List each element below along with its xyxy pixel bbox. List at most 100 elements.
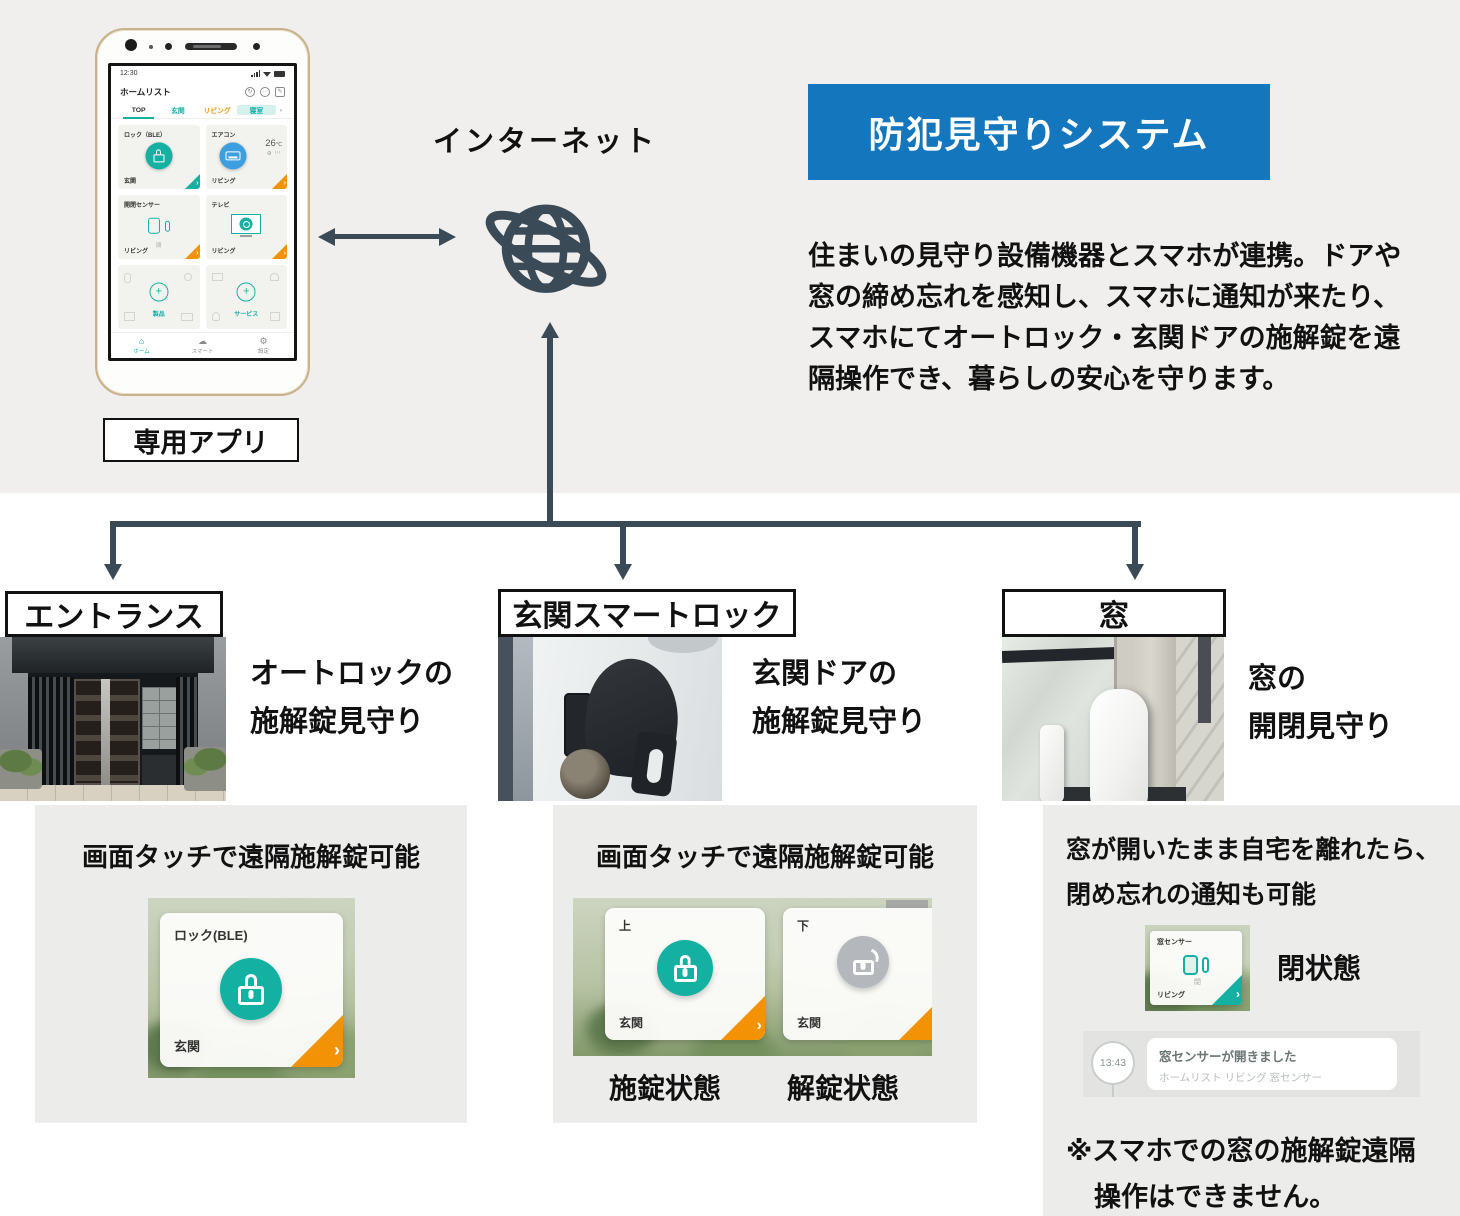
home-icon: ⌂: [138, 335, 145, 346]
padlock-closed-icon: [238, 973, 264, 1005]
refresh-icon: ↻: [245, 86, 255, 97]
internet-trunk-line: [547, 336, 553, 526]
arrow-right-icon: [439, 228, 456, 246]
chevron-right-icon: ›: [334, 1040, 340, 1060]
lock-toggle-button: [657, 940, 713, 996]
tv-icon: [231, 214, 262, 238]
phone-screen: 12:30 ホームリスト ↻ ⋯ ✎ TOP 玄関 リビング 寝室: [108, 63, 297, 361]
arrow-down-icon: [104, 564, 122, 580]
lower-lock-card: 下 玄関 ›: [783, 908, 932, 1040]
phone-bottom-nav: ⌂ホーム ☁スマート ⚙設定: [111, 332, 294, 358]
nav-settings: ⚙設定: [257, 335, 269, 355]
entrance-feature-text: オートロックの 施解錠見守り: [250, 658, 454, 738]
door-sensor-icon: [147, 217, 170, 234]
add-button: +: [236, 282, 256, 302]
heart-icon: [270, 273, 279, 281]
tab-living: リビング: [203, 108, 231, 115]
branch-drop-window: [1132, 521, 1138, 565]
entrance-photo: [0, 637, 226, 801]
home-icon: [270, 312, 280, 321]
card-lock-ble: ロック（BLE） 玄関 ›: [118, 125, 200, 189]
notification-timeline: 13:43 窓センサーが開きました ホームリスト リビング 窓センサー: [1083, 1031, 1420, 1097]
lock-button: [145, 142, 173, 170]
entrance-section-label: エントランス: [5, 591, 223, 637]
padlock-closed-icon: [153, 149, 165, 163]
phone-sensor-dot-icon: [149, 45, 153, 49]
arrow-down-icon: [614, 564, 632, 580]
cloud-icon: ☁: [198, 335, 207, 346]
tv-ghost-icon: [180, 313, 193, 321]
tab-genkan: 玄関: [171, 108, 185, 115]
card-corner-chevron: ›: [1212, 975, 1242, 1005]
phone-speaker: [185, 43, 237, 50]
arrow-up-icon: [541, 322, 559, 338]
card-add-product: + 製品: [118, 265, 200, 329]
smartlock-panel: 画面タッチで遠隔施解錠可能 上 玄関 › 下: [553, 805, 977, 1123]
window-feature-text: 窓の 開閉見守り: [1248, 663, 1394, 743]
card-corner-chevron: ›: [184, 244, 200, 259]
aircon-meta-icons: ⚙ ᴵᴵᴵ: [266, 151, 281, 157]
more-options-icon: ⋯: [260, 86, 270, 97]
lock-card: ロック(BLE) 玄関 ›: [160, 913, 343, 1067]
card-corner-chevron: ›: [721, 996, 765, 1040]
locked-state-label: 施錠状態: [609, 1073, 722, 1104]
phone-camera-icon: [125, 39, 137, 51]
unlock-toggle-button: [837, 936, 889, 988]
card-tv: テレビ リビング ›: [205, 195, 287, 259]
chevron-right-icon: ›: [756, 1017, 762, 1034]
aircon-icon: [225, 151, 241, 161]
internet-label: インターネット: [433, 126, 658, 158]
gear-icon: ⚙: [259, 335, 268, 346]
panel-heading: 画面タッチで遠隔施解錠可能: [81, 842, 420, 872]
branch-drop-entrance: [110, 521, 116, 565]
tab-bedroom: 寝室: [236, 105, 276, 115]
app-screenshot-lock: ロック(BLE) 玄関 ›: [148, 898, 355, 1078]
card-corner-chevron: ›: [272, 174, 287, 189]
padlock-closed-icon: [673, 954, 697, 982]
window-panel-text: 窓が開いたまま自宅を離れたら、 閉め忘れの通知も可能: [1066, 836, 1441, 909]
tab-more-chevron-icon: ›: [279, 106, 283, 114]
app-screenshot-window-sensor: 窓センサー 閉 リビング ›: [1145, 925, 1250, 1011]
card-corner-chevron: ›: [291, 1015, 343, 1067]
smartlock-section-label: 玄関スマートロック: [498, 589, 796, 637]
card-corner-chevron: ›: [899, 996, 932, 1040]
app-title: ホームリスト: [120, 86, 171, 97]
chevron-right-icon: ›: [283, 250, 286, 257]
compose-icon: ✎: [275, 86, 285, 97]
upper-lock-card: 上 玄関 ›: [605, 908, 765, 1040]
bulb-icon: [183, 273, 192, 281]
card-add-service: + サービス: [205, 265, 287, 329]
add-button: +: [149, 282, 169, 302]
window-sensor-photo: [1002, 637, 1224, 801]
card-corner-chevron: ›: [184, 174, 200, 189]
window-sensor-icon: [1183, 955, 1209, 975]
panel-heading: 画面タッチで遠隔施解錠可能: [595, 842, 934, 872]
timeline-line: [1112, 1085, 1114, 1097]
closed-state-label: 閉状態: [1277, 953, 1362, 984]
window-icon: [124, 312, 135, 321]
chevron-right-icon: ›: [283, 180, 286, 187]
nav-smart: ☁スマート: [191, 335, 214, 355]
dedicated-app-label: 専用アプリ: [103, 418, 299, 462]
entrance-panel: 画面タッチで遠隔施解錠可能 ロック(BLE) 玄関 ›: [35, 805, 467, 1123]
arrow-down-icon: [1126, 564, 1144, 580]
system-description: 住まいの見守り設備機器とスマホが連携。ドアや窓の締め忘れを感知し、スマホに通知が…: [808, 241, 1402, 394]
branch-drop-smartlock: [620, 521, 626, 565]
card-open-close-sensor: 開閉センサー 閉 リビング ›: [118, 195, 200, 259]
phone-card-grid: ロック（BLE） 玄関 › エアコン 26℃ ⚙ ᴵᴵᴵ リビング › 開閉: [111, 119, 294, 335]
notification-time-badge: 13:43: [1091, 1041, 1135, 1085]
wifi-icon: [263, 71, 271, 77]
window-panel: [1043, 805, 1460, 1216]
phone-app-bar: ホームリスト ↻ ⋯ ✎: [111, 81, 294, 102]
unlocked-state-label: 解錠状態: [787, 1073, 900, 1104]
lock-toggle-button: [220, 958, 282, 1020]
smartphone-mockup: 12:30 ホームリスト ↻ ⋯ ✎ TOP 玄関 リビング 寝室: [95, 28, 310, 396]
nav-home: ⌂ホーム: [133, 335, 150, 355]
card-corner-chevron: ›: [272, 244, 287, 259]
smartlock-photo: [498, 637, 722, 801]
phone-tab-bar: TOP 玄関 リビング 寝室 ›: [111, 102, 294, 119]
card-aircon: エアコン 26℃ ⚙ ᴵᴵᴵ リビング ›: [205, 125, 287, 189]
padlock-open-icon: [852, 948, 881, 975]
system-title-box: 防犯見守りシステム: [808, 84, 1270, 180]
